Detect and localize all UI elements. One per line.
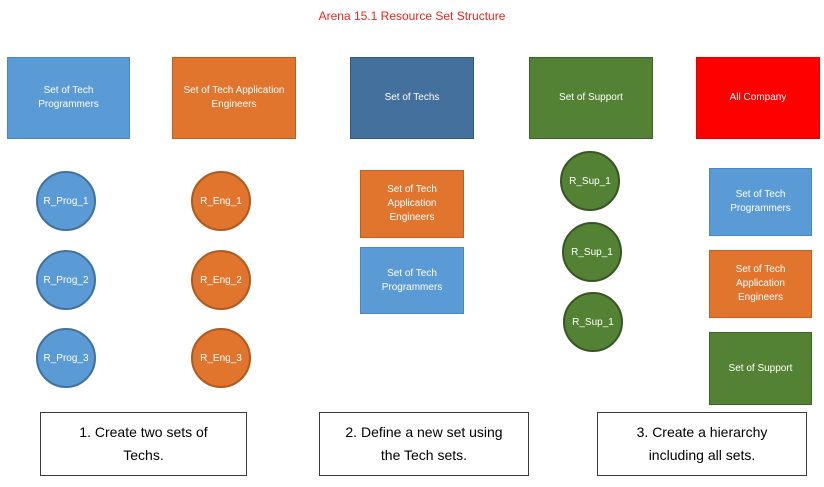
set-tech-app-engineers-box: Set of Tech Application Engineers xyxy=(172,57,296,139)
resource-sup-1-circle: R_Sup_1 xyxy=(560,151,620,211)
step-2-caption: 2. Define a new set using the Tech sets. xyxy=(319,412,529,476)
box-label: Set of Tech Application Engineers xyxy=(387,184,437,223)
step-1-caption: 1. Create two sets of Techs. xyxy=(40,412,247,476)
step-text: 3. Create a hierarchy including all sets… xyxy=(636,424,768,463)
techs-member-programmers-box: Set of Tech Programmers xyxy=(360,247,464,314)
set-tech-programmers-box: Set of Tech Programmers xyxy=(7,57,130,139)
circle-label: R_Prog_2 xyxy=(43,274,89,286)
set-of-techs-box: Set of Techs xyxy=(350,57,474,139)
resource-eng-1-circle: R_Eng_1 xyxy=(191,171,251,231)
step-text: 1. Create two sets of Techs. xyxy=(79,424,208,463)
circle-label: R_Eng_3 xyxy=(200,352,242,364)
box-label: All Company xyxy=(729,92,787,103)
circle-label: R_Sup_1 xyxy=(569,175,611,187)
box-label: Set of Tech Programmers xyxy=(730,189,791,214)
resource-prog-1-circle: R_Prog_1 xyxy=(36,171,96,231)
circle-label: R_Prog_1 xyxy=(43,195,89,207)
resource-eng-2-circle: R_Eng_2 xyxy=(191,250,251,310)
resource-eng-3-circle: R_Eng_3 xyxy=(191,328,251,388)
box-label: Set of Tech Application Engineers xyxy=(735,264,786,303)
circle-label: R_Eng_1 xyxy=(200,195,242,207)
box-label: Set of Tech Application Engineers xyxy=(183,85,285,110)
box-label: Set of Tech Programmers xyxy=(381,267,443,293)
company-member-app-engineers-box: Set of Tech Application Engineers xyxy=(709,250,812,318)
resource-prog-2-circle: R_Prog_2 xyxy=(36,250,96,310)
box-label: Set of Support xyxy=(728,362,793,374)
box-label: Set of Techs xyxy=(384,92,440,103)
step-3-caption: 3. Create a hierarchy including all sets… xyxy=(597,412,807,476)
set-of-support-box: Set of Support xyxy=(529,57,653,139)
diagram-title: Arena 15.1 Resource Set Structure xyxy=(318,9,506,23)
circle-label: R_Eng_2 xyxy=(200,274,242,286)
company-member-programmers-box: Set of Tech Programmers xyxy=(709,168,812,236)
circle-label: R_Prog_3 xyxy=(43,352,89,364)
techs-member-app-engineers-box: Set of Tech Application Engineers xyxy=(360,170,464,238)
company-member-support-box: Set of Support xyxy=(709,332,812,405)
box-label: Set of Support xyxy=(559,92,623,103)
circle-label: R_Sup_1 xyxy=(572,316,614,328)
step-text: 2. Define a new set using the Tech sets. xyxy=(345,424,503,463)
resource-prog-3-circle: R_Prog_3 xyxy=(36,328,96,388)
circle-label: R_Sup_1 xyxy=(571,246,613,258)
resource-sup-2-circle: R_Sup_1 xyxy=(562,222,622,282)
all-company-box: All Company xyxy=(696,57,820,139)
box-label: Set of Tech Programmers xyxy=(38,85,99,110)
resource-sup-3-circle: R_Sup_1 xyxy=(563,292,623,352)
